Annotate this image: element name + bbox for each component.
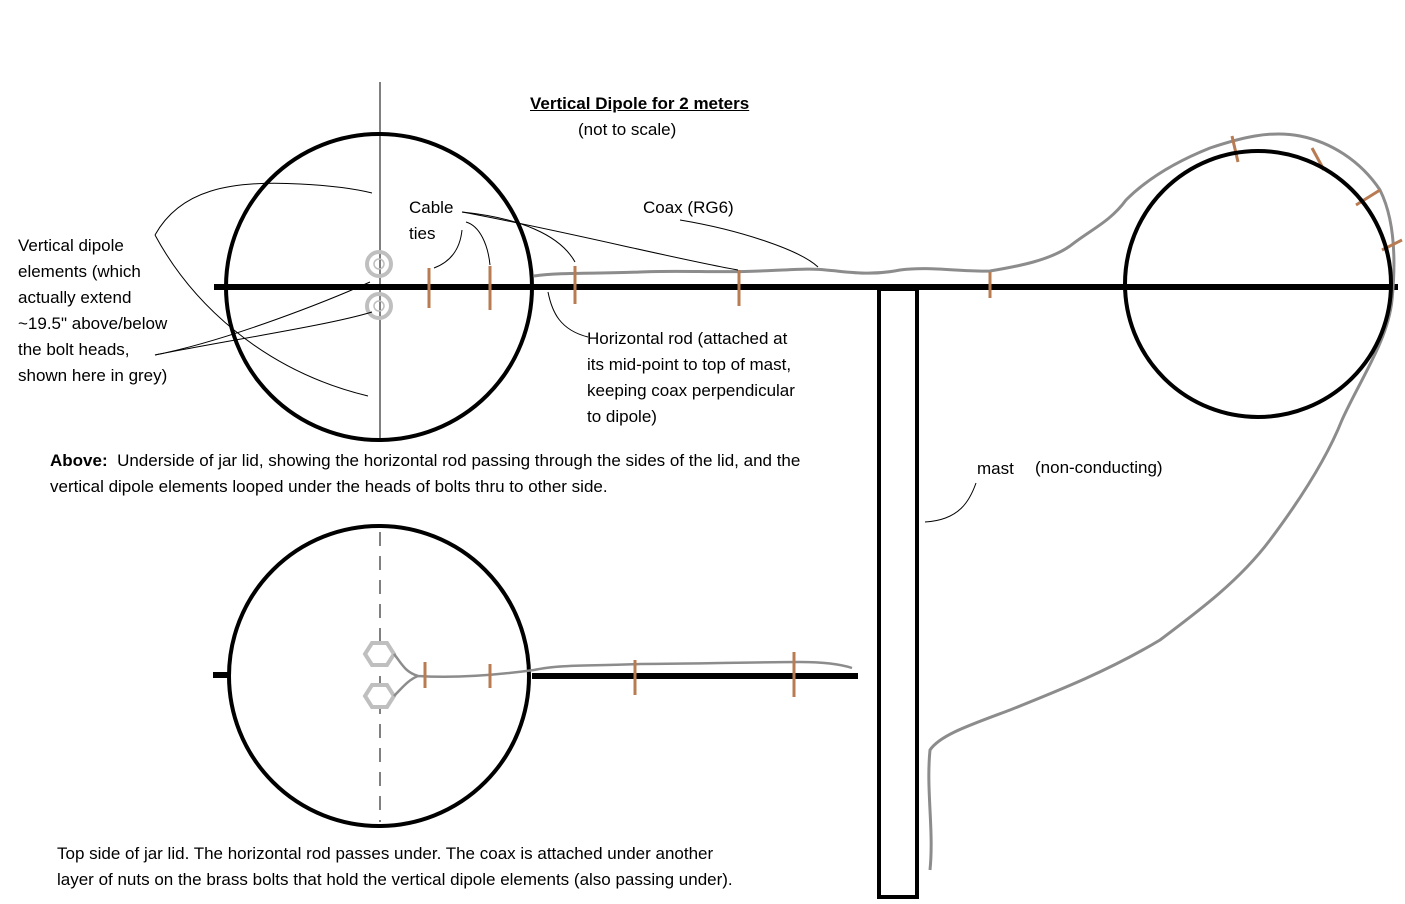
cable-ties-upper bbox=[427, 135, 1403, 310]
caption-above: Above: Underside of jar lid, showing the… bbox=[50, 448, 820, 500]
caption-above-text: Underside of jar lid, showing the horizo… bbox=[50, 451, 801, 496]
dipole-elements-line: the bolt heads, bbox=[18, 340, 130, 359]
hex-nut-lower bbox=[362, 683, 397, 709]
horizontal-rod-line: its mid-point to top of mast, bbox=[587, 355, 792, 374]
dipole-elements-label: Vertical dipole elements (which actually… bbox=[18, 233, 167, 389]
caption-above-bold: Above: bbox=[50, 451, 108, 470]
leader-lines bbox=[154, 182, 977, 523]
mast bbox=[877, 287, 919, 899]
coax-cable-upper bbox=[533, 132, 1396, 871]
hex-nut-upper bbox=[362, 641, 397, 667]
caption-top-line1: Top side of jar lid. The horizontal rod … bbox=[57, 844, 714, 863]
dipole-elements-line: shown here in grey) bbox=[18, 366, 168, 385]
horizontal-rod-line: Horizontal rod (attached at bbox=[587, 329, 788, 348]
bolt-head-upper bbox=[365, 250, 393, 278]
caption-top-line2: layer of nuts on the brass bolts that ho… bbox=[57, 870, 733, 889]
cable-ties-lower bbox=[423, 652, 796, 697]
mast-note-label: (non-conducting) bbox=[1035, 458, 1163, 477]
horizontal-rod-line: to dipole) bbox=[587, 407, 657, 426]
bolt-head-lower bbox=[365, 292, 393, 320]
coax-label: Coax (RG6) bbox=[643, 198, 734, 217]
dipole-elements-line: actually extend bbox=[18, 288, 132, 307]
dipole-elements-line: ~19.5" above/below bbox=[18, 314, 168, 333]
mast-label: mast bbox=[977, 459, 1014, 478]
horizontal-rod-label: Horizontal rod (attached at its mid-poin… bbox=[587, 326, 795, 430]
coax-cable-lower bbox=[393, 653, 853, 697]
dipole-elements-line: elements (which bbox=[18, 262, 141, 281]
diagram-title: Vertical Dipole for 2 meters bbox=[530, 94, 750, 113]
dipole-elements-line: Vertical dipole bbox=[18, 236, 124, 255]
cable-ties-label-line2: ties bbox=[409, 224, 436, 243]
horizontal-rod-line: keeping coax perpendicular bbox=[587, 381, 795, 400]
cable-ties-label-line1: Cable bbox=[409, 198, 454, 217]
jar-lid-side-view bbox=[1123, 149, 1393, 419]
diagram-subtitle: (not to scale) bbox=[578, 120, 677, 139]
